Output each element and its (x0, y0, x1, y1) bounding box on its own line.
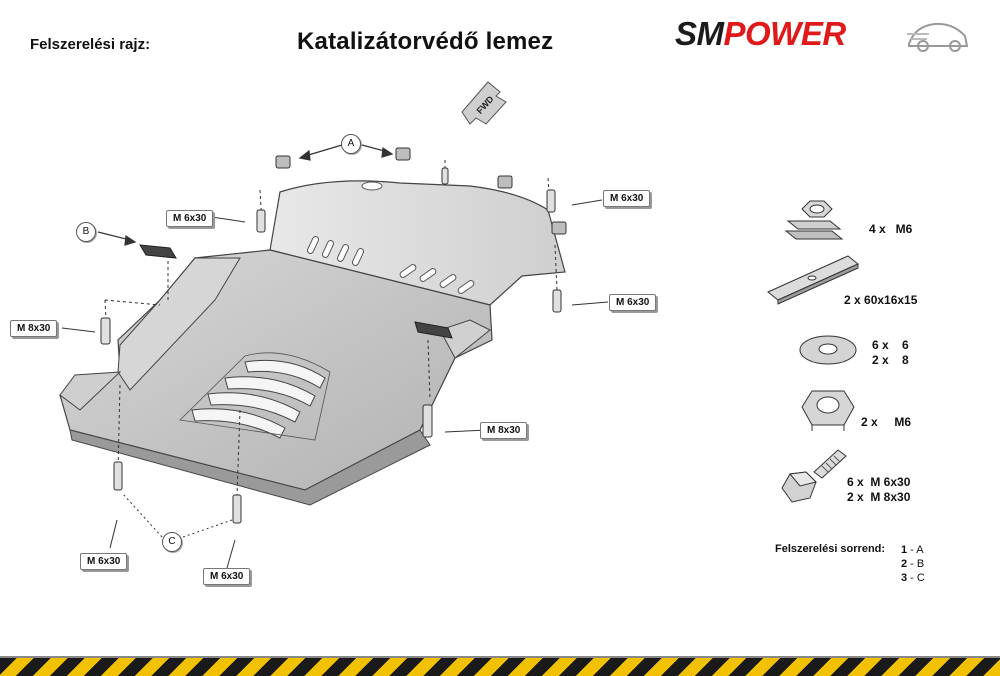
bolt-icon (781, 449, 847, 503)
sequence-list: 1 - A 2 - B 3 - C (901, 543, 925, 585)
callout-m8x30-left: M 8x30 (10, 320, 58, 337)
plate-icon (767, 255, 859, 305)
callout-m6x30-bottom-left: M 6x30 (80, 553, 128, 570)
washer-icon (799, 335, 857, 365)
logo-sm-text: SM (675, 15, 724, 52)
callout-m8x30-right: M 8x30 (480, 422, 528, 439)
callout-m6x30-mid-right: M 6x30 (609, 294, 657, 311)
callout-m6x30-bottom-mid: M 6x30 (203, 568, 251, 585)
marker-b: B (76, 222, 96, 242)
drawing-label: Felszerelési rajz: (30, 36, 151, 53)
cage-nut-2-icon (395, 147, 411, 161)
bracket-b-left-icon (139, 244, 177, 259)
part-washer-text: 6 x 6 2 x 8 (872, 338, 909, 367)
marker-c: C (162, 532, 182, 552)
part-bolt-text: 6 x M 6x30 2 x M 8x30 (847, 475, 911, 504)
cage-nut-4-icon (551, 221, 567, 235)
marker-a: A (341, 134, 361, 154)
sequence-step: 2 - B (901, 558, 925, 570)
callout-m6x30-top-right: M 6x30 (603, 190, 651, 207)
bracket-b-right-icon (414, 321, 453, 339)
sequence-step: 3 - C (901, 572, 925, 584)
part-plate-text: 2 x 60x16x15 (844, 293, 918, 307)
sequence-label: Felszerelési sorrend: (775, 543, 886, 555)
part-hex-nut-text: 2 x M6 (861, 415, 912, 429)
hazard-stripe (0, 656, 1000, 676)
cage-nut-icon (784, 200, 844, 240)
cage-nut-3-icon (497, 175, 513, 189)
logo-car-icon (907, 22, 969, 52)
callout-m6x30-top-left: M 6x30 (166, 210, 214, 227)
page-title: Katalizátorvédő lemez (297, 28, 554, 55)
brand-logo: SMPOWER (675, 12, 975, 58)
cage-nut-1-icon (275, 155, 291, 169)
logo-power-text: POWER (723, 15, 847, 52)
sequence-step: 1 - A (901, 544, 924, 556)
fwd-arrow-icon: FWD (461, 81, 507, 125)
part-cage-nut-text: 4 x M6 (869, 222, 913, 236)
hex-nut-icon (801, 390, 855, 431)
